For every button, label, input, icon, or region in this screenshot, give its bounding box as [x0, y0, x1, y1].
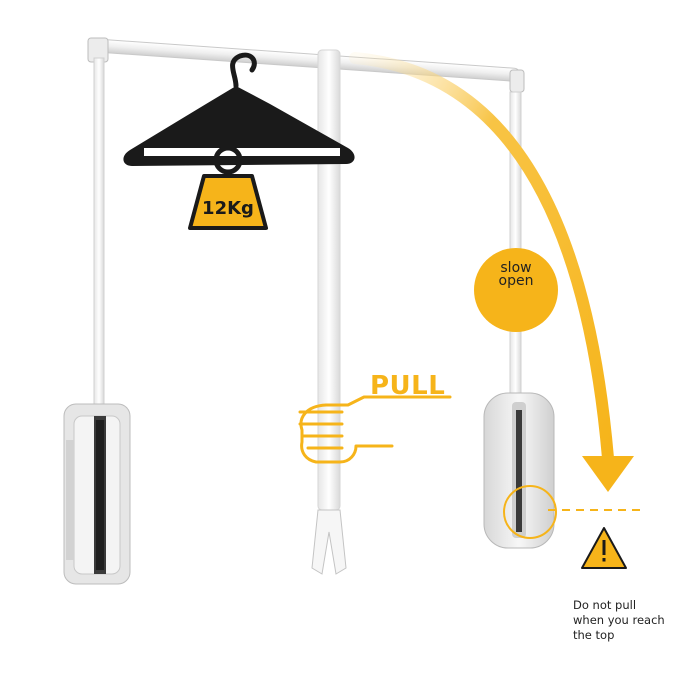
curved-arrow-icon	[349, 52, 634, 492]
warning-note: Do not pull when you reach the top	[573, 598, 693, 643]
weight-icon	[188, 145, 268, 230]
warning-line-3: the top	[573, 628, 615, 642]
left-arm	[63, 57, 131, 585]
slow-open-badge: slow open	[474, 248, 558, 332]
pull-label: PULL	[370, 371, 446, 401]
slow-open-line-2: open	[498, 273, 534, 289]
stop-highlight	[503, 485, 557, 539]
slow-open-line-1: slow	[500, 260, 532, 276]
hanger-icon	[123, 52, 355, 166]
warning-triangle-icon	[581, 527, 627, 569]
pull-handle	[311, 49, 347, 575]
weight-capacity-label: 12Kg	[202, 198, 254, 219]
hand-pull-icon	[298, 395, 452, 464]
warning-line-1: Do not pull	[573, 598, 637, 612]
hanging-rail	[87, 37, 525, 93]
warning-line-2: when you reach	[573, 613, 665, 627]
right-arm	[483, 91, 555, 549]
